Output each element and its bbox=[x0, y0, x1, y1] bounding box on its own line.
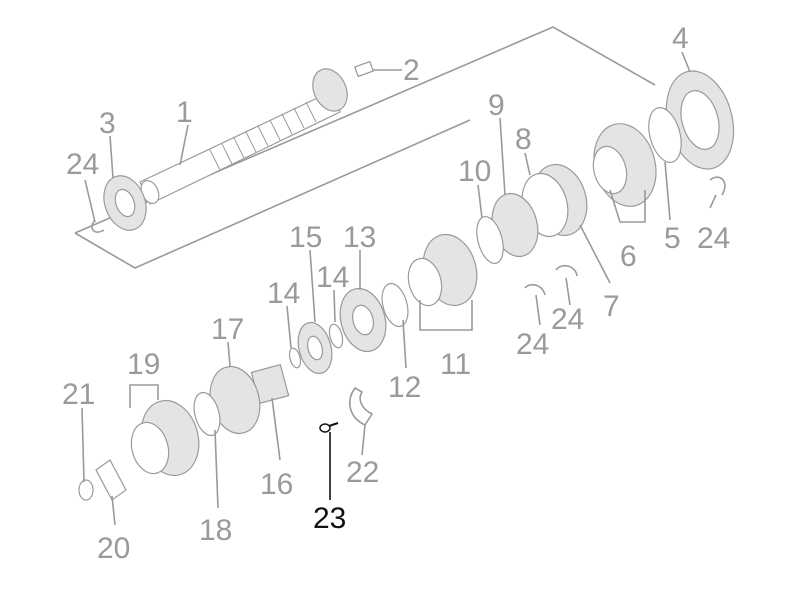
label-part-2: 2 bbox=[403, 54, 420, 87]
part-gear-13 bbox=[339, 287, 387, 353]
label-part-17: 17 bbox=[211, 313, 244, 346]
part-synchronizer-11 bbox=[407, 233, 478, 307]
label-part-21: 21 bbox=[62, 378, 95, 411]
label-part-13: 13 bbox=[343, 221, 376, 254]
label-part-23: 23 bbox=[313, 502, 346, 535]
label-part-18: 18 bbox=[199, 514, 232, 547]
upper-assembly-frame-lower bbox=[74, 119, 471, 269]
label-part-6: 6 bbox=[620, 240, 637, 273]
part-gear-large bbox=[665, 70, 735, 170]
label-part-15: 15 bbox=[289, 221, 322, 254]
leader-lines bbox=[81, 51, 717, 526]
part-ring-18 bbox=[193, 391, 221, 437]
part-main-shaft bbox=[139, 68, 348, 205]
part-ring-12 bbox=[381, 282, 409, 328]
part-gear-9 bbox=[476, 192, 539, 264]
label-part-16: 16 bbox=[260, 468, 293, 501]
label-part-22: 22 bbox=[346, 456, 379, 489]
part-labels: 1 2 3 4 5 6 7 8 9 10 11 12 13 14 14 15 1… bbox=[62, 22, 730, 565]
part-circlips-24 bbox=[91, 176, 726, 296]
part-bearing-15 bbox=[297, 321, 333, 375]
label-part-24-gear: 24 bbox=[697, 222, 730, 255]
label-part-12: 12 bbox=[388, 371, 421, 404]
label-part-3: 3 bbox=[99, 107, 116, 140]
label-part-7: 7 bbox=[603, 290, 620, 323]
label-part-19: 19 bbox=[127, 348, 160, 381]
label-part-11: 11 bbox=[440, 348, 471, 381]
part-bearing-front bbox=[103, 175, 147, 231]
part-nut-21 bbox=[78, 479, 94, 501]
part-screw-23 bbox=[319, 422, 339, 433]
label-part-8: 8 bbox=[515, 123, 532, 156]
label-part-24-shaft: 24 bbox=[66, 148, 99, 181]
part-synchronizer-19 bbox=[130, 399, 200, 477]
part-washer-14 bbox=[288, 323, 344, 369]
label-part-14-left: 14 bbox=[267, 277, 300, 310]
label-part-20: 20 bbox=[97, 532, 130, 565]
label-part-9: 9 bbox=[488, 89, 505, 122]
part-pin bbox=[354, 60, 374, 78]
part-plate-20 bbox=[95, 459, 127, 501]
part-synchronizer-6 bbox=[592, 123, 657, 207]
label-part-1: 1 bbox=[176, 96, 193, 129]
part-clip-22 bbox=[349, 386, 374, 427]
label-part-5: 5 bbox=[664, 222, 681, 255]
label-part-24-mid: 24 bbox=[551, 303, 584, 336]
label-part-4: 4 bbox=[672, 22, 689, 55]
label-part-24-lower: 24 bbox=[516, 328, 549, 361]
label-part-14-right: 14 bbox=[316, 261, 349, 294]
upper-assembly-frame bbox=[74, 26, 656, 234]
part-ring-5 bbox=[648, 107, 682, 163]
label-part-10: 10 bbox=[458, 155, 491, 188]
